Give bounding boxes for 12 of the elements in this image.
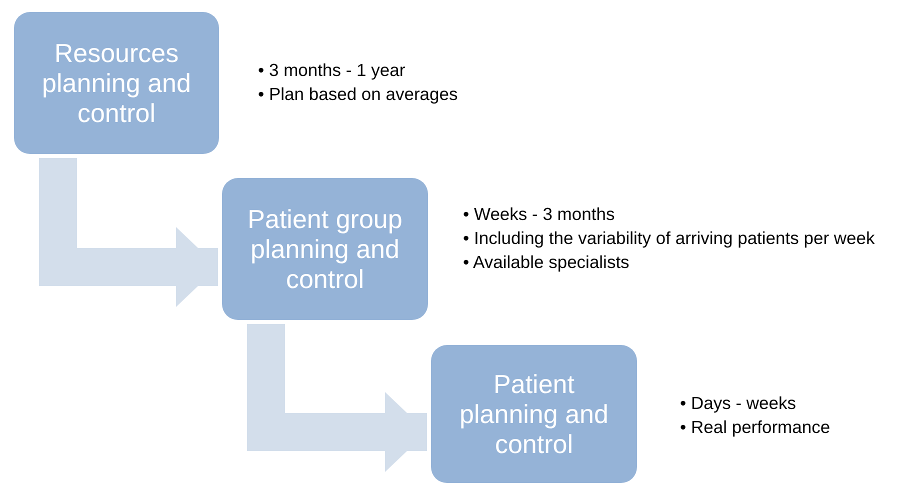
process-box: Resources planning and control	[14, 12, 219, 154]
bullet-text: • Real performance	[680, 417, 832, 438]
process-box: Patient group planning and control	[222, 178, 428, 320]
bullet-text: • Days - weeks	[680, 393, 798, 414]
bullet-text: • Including the variability of arriving patients per week	[463, 228, 876, 249]
bullet-text: • 3 months - 1 year	[258, 60, 406, 81]
bent-arrow	[39, 158, 218, 307]
bullet-text: • Available specialists	[463, 252, 630, 273]
bullet-text: • Weeks - 3 months	[463, 204, 616, 225]
bullet-text: • Plan based on averages	[258, 84, 459, 105]
process-box: Patient planning and control	[431, 345, 637, 483]
bent-arrow	[247, 324, 427, 472]
